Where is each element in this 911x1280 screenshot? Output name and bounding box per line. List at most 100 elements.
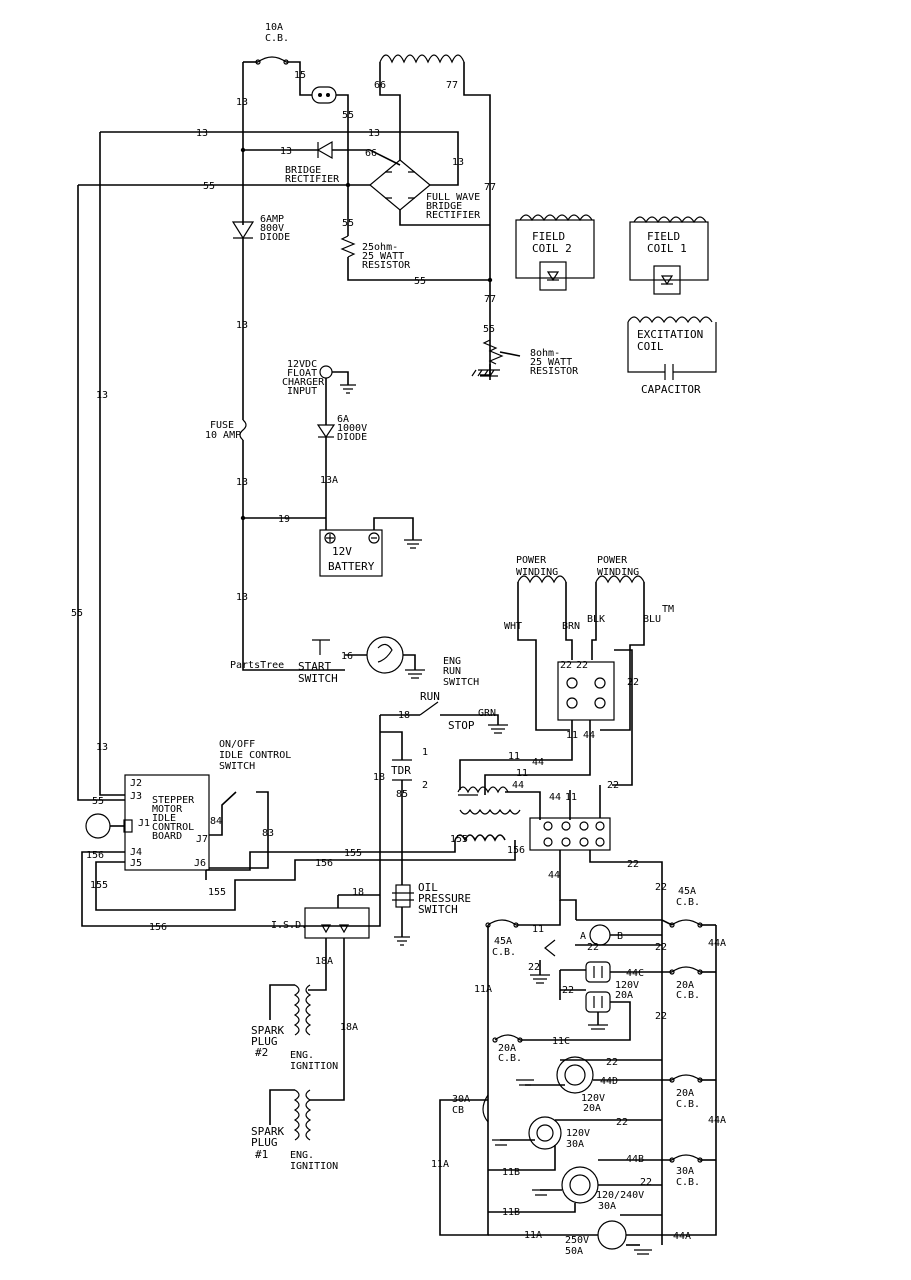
terminal-block-top xyxy=(557,661,615,721)
wire-number: 55 xyxy=(71,608,83,619)
label-eng: ENG xyxy=(443,656,461,667)
capacitor-icon xyxy=(664,364,674,380)
circuit-breaker-10a-symbol xyxy=(257,56,287,63)
wire-number: 18 xyxy=(398,710,410,721)
battery-icon xyxy=(319,529,383,577)
power-windings xyxy=(459,575,645,795)
wire-number: 44C xyxy=(626,968,644,979)
label-onoff: ON/OFF xyxy=(219,739,255,750)
label-cb30a-right-2: C.B. xyxy=(676,1177,700,1188)
label-float-4: INPUT xyxy=(287,386,317,397)
wire-number: 44A xyxy=(708,938,726,949)
label-onoff-3: SWITCH xyxy=(219,761,255,772)
fuse-holder-icon xyxy=(311,86,337,104)
wire-number: 13 xyxy=(236,320,248,331)
label-cb20a-left: 20A xyxy=(498,1043,516,1054)
ignition-coil-2-icon xyxy=(293,984,300,1036)
label-stepper: STEPPER xyxy=(152,795,195,806)
label-power-winding-2: POWER xyxy=(597,555,628,566)
wire-number: 44B xyxy=(626,1154,644,1165)
wire-number: 22 xyxy=(560,660,572,671)
stepper-board xyxy=(81,774,381,927)
ground-icon xyxy=(492,1139,510,1146)
ignition-coil-1-icon xyxy=(293,1089,300,1141)
wire-number: 13 xyxy=(236,592,248,603)
label-tdr-1: 1 xyxy=(422,747,428,758)
full-wave-bridge-rectifier-icon xyxy=(369,159,431,211)
wire-number: 11A xyxy=(524,1230,542,1241)
starter-motor-icon xyxy=(366,636,404,674)
label-battery: 12V xyxy=(332,545,352,558)
wire-number: 13 xyxy=(236,477,248,488)
label-blu: BLU xyxy=(643,614,661,625)
wire-number: 22 xyxy=(627,859,639,870)
ground-icon xyxy=(405,669,425,679)
wire-number: 13 xyxy=(96,390,108,401)
label-excitation: EXCITATION xyxy=(637,328,703,341)
circuit-breaker-30a-left xyxy=(482,1094,489,1123)
wire-number: 55 xyxy=(414,276,426,287)
label-run: RUN xyxy=(420,690,440,703)
label-diode6-2: 800V xyxy=(260,223,284,234)
alternator-coil-icon xyxy=(379,54,465,64)
label-cb45a-left-2: C.B. xyxy=(492,947,516,958)
label-j3: J3 xyxy=(130,791,142,802)
watermark: PartsTree xyxy=(230,660,284,671)
label-diode6: 6AMP xyxy=(260,214,284,225)
circuit-breaker-45a-left xyxy=(487,919,517,926)
label-cb45a-right: 45A xyxy=(678,886,696,897)
label-full-wave-2: BRIDGE xyxy=(426,201,462,212)
label-cb20a-r2-2: C.B. xyxy=(676,1099,700,1110)
wire-number: 13A xyxy=(320,475,338,486)
label-out20: 120V xyxy=(615,980,639,991)
label-stepper-4: CONTROL xyxy=(152,822,194,833)
ground-icon xyxy=(340,384,356,394)
label-out20-2: 20A xyxy=(615,990,633,1001)
label-out250-2: 50A xyxy=(565,1246,583,1257)
resistor-25ohm-icon xyxy=(340,235,356,258)
label-diode6a: 6A xyxy=(337,414,349,425)
wire-number: 22 xyxy=(640,1177,652,1188)
wire-number: 11A xyxy=(431,1159,449,1170)
label-out250: 250V xyxy=(565,1235,589,1246)
label-cb30a-right: 30A xyxy=(676,1166,694,1177)
wire-number: 44A xyxy=(673,1231,691,1242)
wire-number: 22 xyxy=(655,882,667,893)
label-cb30a-left: 30A xyxy=(452,1094,470,1105)
wire-number: 11B xyxy=(502,1167,520,1178)
wire-number: 77 xyxy=(484,182,496,193)
label-tdr-2: 2 xyxy=(422,780,428,791)
wire-number: 13 xyxy=(196,128,208,139)
wire-number: 77 xyxy=(484,294,496,305)
label-oil: OIL xyxy=(418,881,438,894)
label-ign2: ENG. xyxy=(290,1050,314,1061)
label-spark2-3: #2 xyxy=(255,1046,268,1059)
label-cb45a-left: 45A xyxy=(494,936,512,947)
wire-number: 156 xyxy=(315,858,333,869)
label-field-coil-2-b: COIL 2 xyxy=(532,242,572,255)
label-ign1: ENG. xyxy=(290,1150,314,1161)
label-tdr-a: A xyxy=(580,931,586,942)
label-oil-2: PRESSURE xyxy=(418,892,471,905)
circuit-breaker-45a-right xyxy=(671,919,701,926)
label-excitation-2: COIL xyxy=(637,340,664,353)
label-grn: GRN xyxy=(478,708,496,719)
label-fuse-2: 10 AMP xyxy=(205,430,241,441)
ground-icon xyxy=(516,1079,534,1086)
wire-number: 22 xyxy=(606,1057,618,1068)
label-cb-10a-2: C.B. xyxy=(265,33,289,44)
label-tdr: TDR xyxy=(391,764,411,777)
field-coil-1-rectifier-icon xyxy=(653,265,681,295)
label-spark1-3: #1 xyxy=(255,1148,268,1161)
wire-number: 77 xyxy=(446,80,458,91)
transformer-and-strip xyxy=(95,649,663,1245)
field-coil-2 xyxy=(515,214,595,291)
excitation-coil-icon xyxy=(627,316,713,324)
diode-6amp-icon xyxy=(231,221,255,240)
label-spark1-2: PLUG xyxy=(251,1136,278,1149)
label-power-winding-1: POWER xyxy=(516,555,547,566)
circuit-breaker-20a-right-1 xyxy=(671,966,701,973)
wire-number: 11 xyxy=(508,751,520,762)
label-cb45a-right-2: C.B. xyxy=(676,897,700,908)
